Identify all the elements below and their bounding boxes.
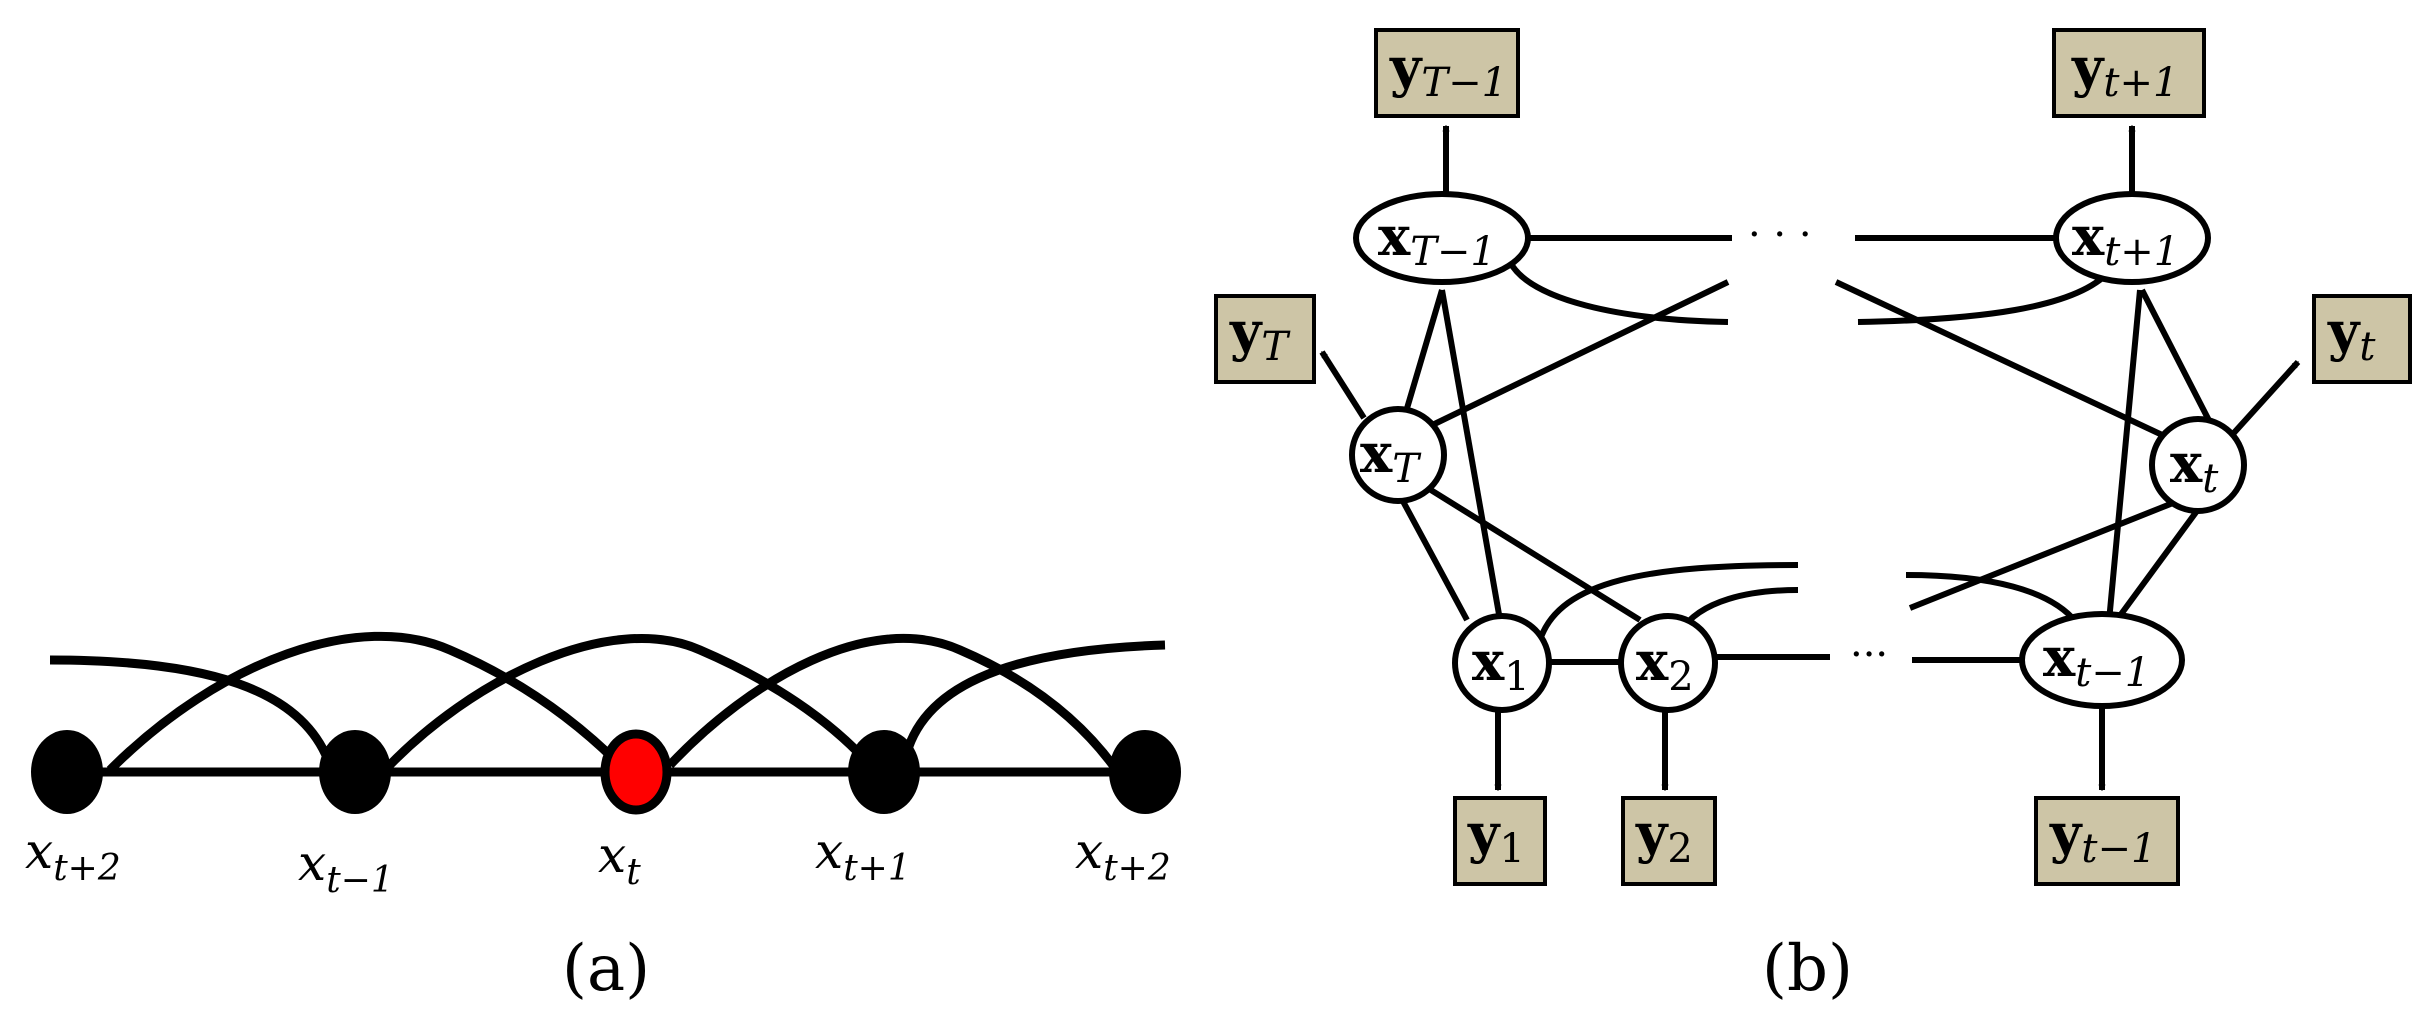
- skip-arc: [381, 633, 874, 774]
- chain-node: [319, 730, 391, 814]
- edge: [1905, 572, 2079, 624]
- hidden-node: [1618, 613, 1718, 713]
- node-label: xt+2: [1075, 822, 1171, 889]
- node-label: xt−1: [298, 834, 394, 901]
- edge: [1507, 260, 1729, 325]
- panel-caption: (a): [562, 932, 650, 1006]
- panel-b-labels: xT−1 xT x1 x2 xt−1 xt xt+1 yT−1 yt+1 yT: [1229, 35, 2376, 1006]
- chain-node: [1109, 730, 1181, 814]
- panel-b: [1214, 28, 2412, 886]
- node-label: x1: [1472, 629, 1530, 700]
- observed-node: [1374, 28, 1520, 118]
- observed-node: [2034, 796, 2180, 886]
- node-label: xt+1: [815, 822, 911, 889]
- obs-label: yt+1: [2071, 35, 2178, 106]
- node-label: xt: [2170, 431, 2219, 502]
- edge: [2105, 289, 2143, 633]
- observed-node: [2052, 28, 2206, 118]
- observed-node: [2312, 294, 2412, 384]
- panel-a: xt+2 xt−1 xt xt+1 xt+2 (a): [25, 631, 1181, 1006]
- hidden-node: [2053, 191, 2211, 285]
- edge: [1420, 279, 1730, 433]
- edge: [1439, 289, 1503, 621]
- hidden-node: [1452, 613, 1552, 713]
- obs-label: y1: [1467, 801, 1525, 872]
- skip-arc: [900, 640, 1166, 761]
- edge: [1908, 494, 2190, 611]
- obs-label: y2: [1635, 801, 1693, 872]
- node-label: xt+1: [2072, 204, 2179, 275]
- hidden-node: [2019, 611, 2185, 709]
- ellipsis-bottom: ···: [1850, 632, 1888, 678]
- hidden-node: [1349, 406, 1447, 504]
- chain-node: [31, 730, 103, 814]
- chain-node: [848, 730, 920, 814]
- node-label: xt+2: [25, 822, 121, 889]
- hidden-node: [1353, 191, 1531, 285]
- panel-caption: (b): [1762, 932, 1853, 1006]
- obs-label: yt−1: [2049, 801, 2156, 872]
- obs-label: yT: [1229, 299, 1291, 370]
- hidden-node: [2149, 416, 2247, 514]
- node-label: xt: [598, 826, 641, 893]
- node-label: x2: [1636, 629, 1694, 700]
- edge: [1395, 490, 1470, 622]
- skip-arc: [666, 633, 1119, 771]
- node-label: xt−1: [2043, 625, 2150, 696]
- chain-node-current: [600, 729, 672, 815]
- node-label: xT: [1360, 421, 1422, 492]
- obs-label: yt: [2327, 299, 2376, 370]
- observed-node: [1621, 796, 1717, 886]
- edge: [1537, 562, 1799, 641]
- skip-arc: [49, 655, 333, 762]
- observed-node: [1214, 294, 1316, 384]
- edge: [1834, 279, 2192, 451]
- edge: [1416, 479, 1642, 623]
- emission-arrow: [2229, 359, 2301, 438]
- edge: [2139, 288, 2221, 440]
- skip-arc: [106, 631, 624, 774]
- ellipsis-top: · · ·: [1748, 212, 1812, 258]
- edge: [2105, 498, 2208, 634]
- node-label: xT−1: [1378, 204, 1496, 275]
- edge: [1857, 266, 2115, 325]
- observed-node: [1453, 796, 1547, 886]
- obs-label: yT−1: [1389, 35, 1507, 106]
- emission-arrow: [1319, 350, 1367, 420]
